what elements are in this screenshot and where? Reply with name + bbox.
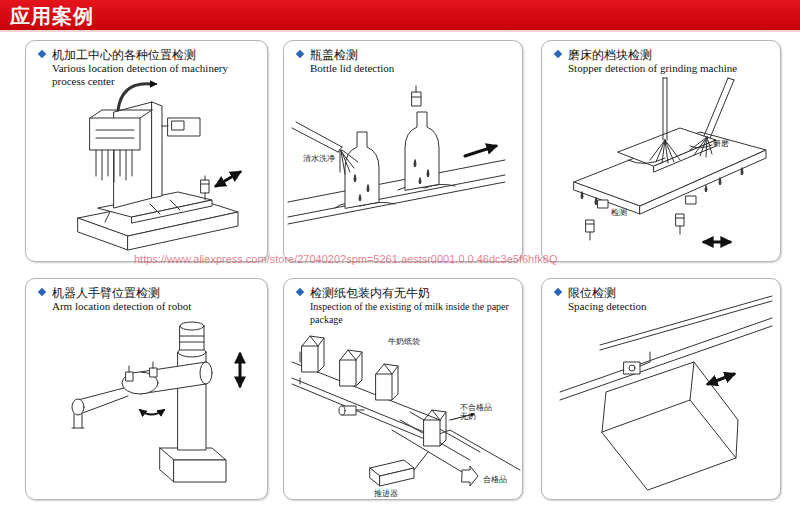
- application-panel: 瓶盖检测Bottle lid detection: [283, 40, 523, 262]
- panel-title: 机加工中心的各种位置检测: [52, 47, 196, 64]
- panel-title: 瓶盖检测: [310, 47, 358, 64]
- grinding-machine: [574, 78, 766, 242]
- part-label: 合格品: [483, 475, 513, 484]
- bullet-diamond: [38, 288, 46, 296]
- title-text: 应用案例: [10, 3, 94, 30]
- spacing-rail: [560, 296, 772, 490]
- milk-line: [292, 336, 520, 486]
- title-banner: 应用案例: [0, 0, 800, 30]
- part-label: 研磨: [713, 139, 737, 148]
- panel-subtitle: Arm location detection of robot: [52, 300, 262, 313]
- application-panel: 磨床的档块检测Stopper detection of grinding mac…: [541, 40, 781, 262]
- panel-title: 检测纸包装内有无牛奶: [310, 285, 430, 302]
- bottle-line: [288, 86, 505, 224]
- part-label: 牛奶纸袋: [388, 337, 428, 346]
- application-panel: 限位检测Spacing detection: [541, 278, 781, 500]
- bullet-diamond: [554, 288, 562, 296]
- panel-title: 限位检测: [568, 285, 616, 302]
- application-panel: 机器人手臂位置检测Arm location detection of robot: [25, 278, 268, 500]
- application-panel: 机加工中心的各种位置检测Various location detection o…: [25, 40, 268, 262]
- panel-subtitle: Bottle lid detection: [310, 62, 515, 75]
- part-label: 推进器: [374, 489, 404, 498]
- panel-subtitle: Spacing detection: [568, 300, 778, 313]
- bullet-diamond: [38, 50, 46, 58]
- watermark: https://www.aliexpress.com/store/2704020…: [134, 253, 557, 265]
- panel-subtitle: Various location detection of machinery …: [52, 62, 262, 88]
- panel-title: 机器人手臂位置检测: [52, 285, 160, 302]
- application-panel: 检测纸包装内有无牛奶Inspection of the existing of …: [283, 278, 523, 500]
- panel-title: 磨床的档块检测: [568, 47, 652, 64]
- panel-subtitle: Inspection of the existing of milk insid…: [310, 300, 522, 326]
- part-label: 清水洗净: [303, 154, 343, 163]
- machining-center: [78, 84, 240, 250]
- panel-subtitle: Stopper detection of grinding machine: [568, 62, 778, 75]
- part-label: 不合格品 无奶: [460, 403, 494, 421]
- bullet-diamond: [554, 50, 562, 58]
- part-label: 检测: [611, 208, 635, 217]
- bullet-diamond: [296, 288, 304, 296]
- scara-robot: [72, 322, 240, 482]
- banner-rule: [0, 30, 800, 32]
- bullet-diamond: [296, 50, 304, 58]
